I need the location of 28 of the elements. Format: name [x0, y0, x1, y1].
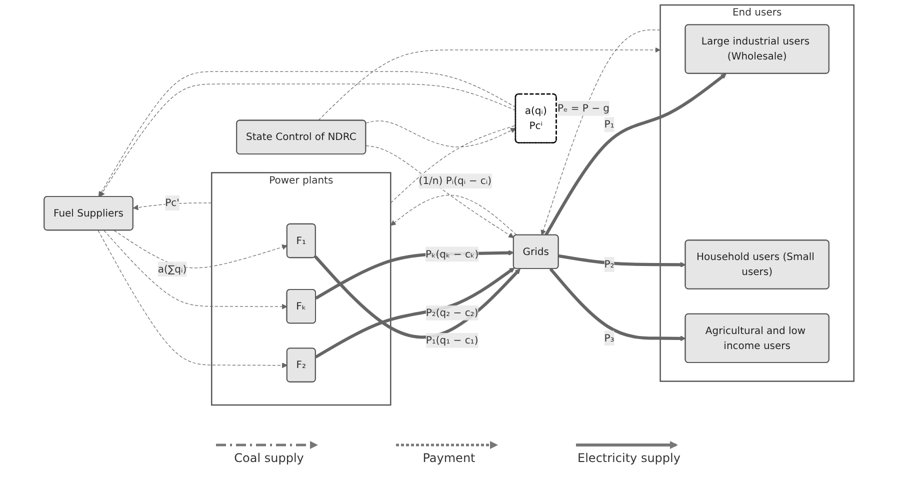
arrow [104, 230, 288, 310]
arrow [544, 73, 726, 236]
edge-label: P₁(q₁ − c₁) [426, 334, 478, 346]
arrow [98, 230, 288, 368]
edge-label: P₃ [604, 332, 614, 344]
edge-label: P₂(q₂ − c₂) [426, 306, 478, 319]
edge-label: Pₖ(qₖ − cₖ) [425, 248, 479, 260]
edge-label: a(∑qᵢ) [158, 262, 187, 275]
arrow [390, 194, 517, 236]
arrow [549, 268, 686, 342]
arrow [318, 47, 661, 121]
legend-label: Electricity supply [578, 451, 680, 465]
arrow [366, 120, 516, 148]
arrow [366, 145, 514, 238]
edge-label: P₂ [604, 258, 614, 270]
edge-label: P₁ [604, 118, 614, 130]
edge-label: Pc' [165, 196, 180, 209]
arrow [314, 255, 520, 339]
arrow [558, 254, 686, 268]
connector [390, 125, 516, 204]
arrow [540, 30, 661, 236]
arrow [314, 268, 515, 358]
edge-label: Pₑ = P − g [557, 102, 610, 114]
arrow [132, 202, 212, 210]
edge-label: (1/n) Pᵢ(qᵢ − cᵢ) [418, 174, 492, 187]
legend-label: Coal supply [234, 451, 304, 465]
legend-label: Payment [422, 451, 476, 465]
arrow [114, 230, 288, 268]
